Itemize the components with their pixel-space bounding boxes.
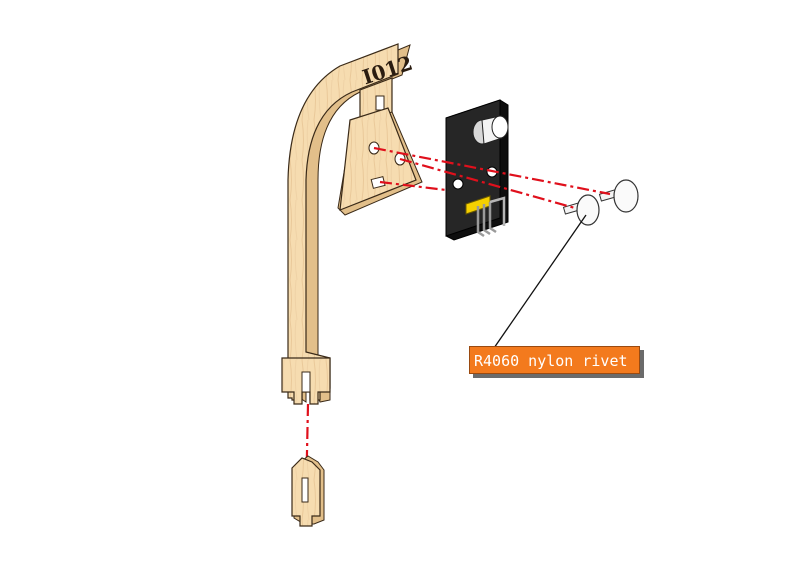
connector-piece — [291, 455, 325, 527]
rivet-callout-label: R4060 nylon rivet — [469, 346, 640, 374]
nylon-rivet — [562, 194, 600, 226]
sensor-module — [445, 99, 509, 241]
callout-leader — [493, 214, 587, 349]
wooden-arm-part — [281, 43, 411, 405]
nylon-rivet — [598, 179, 639, 213]
